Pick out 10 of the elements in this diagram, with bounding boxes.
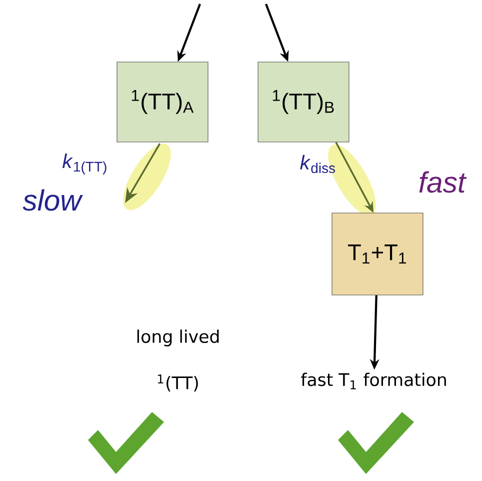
state-box: $^{1}$(TT)$_{A}$ (116, 62, 208, 142)
speed-label: fast (419, 171, 467, 193)
state-box: T$_{1}$+T$_{1}$ (332, 212, 424, 296)
speed-label: slow (22, 189, 83, 211)
rate-label: k$_{diss}$ (300, 154, 336, 174)
result-text: $^{1}$(TT) (158, 374, 198, 392)
result-text: fast T$_{1}$ formation (301, 372, 446, 390)
result-text: long lived (137, 330, 219, 346)
rate-label: k$_{1(TT)}$ (62, 154, 106, 174)
state-box: $^{1}$(TT)$_{B}$ (258, 62, 350, 142)
